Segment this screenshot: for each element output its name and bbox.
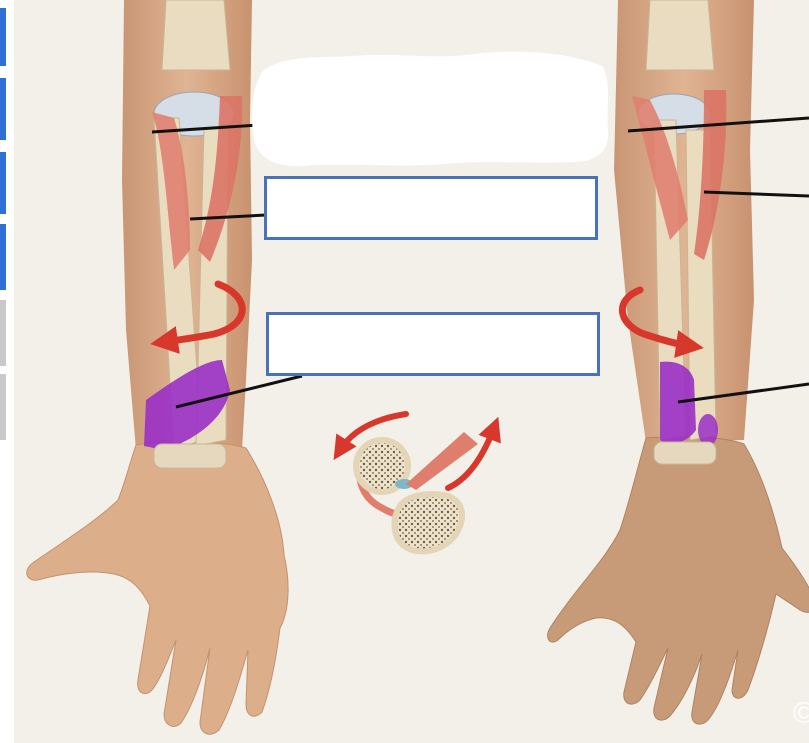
right-biceps-muscle	[694, 90, 727, 260]
inset-arrow-right	[445, 416, 501, 491]
rail-tab-6[interactable]	[0, 374, 6, 440]
rail-tab-5[interactable]	[0, 300, 6, 366]
inset-biceps-muscle	[406, 432, 478, 490]
answer-box-1[interactable]	[264, 176, 598, 240]
right-pronator-quadratus	[660, 361, 696, 444]
left-rail	[0, 0, 14, 743]
right-rotation-arrow	[618, 286, 704, 358]
leader-line-biceps-right	[703, 190, 809, 198]
left-carpals	[153, 443, 227, 469]
leader-line-pronator-right	[677, 382, 809, 404]
left-hand	[26, 441, 289, 735]
inset-biceps-tendon	[395, 479, 413, 489]
left-biceps-muscle	[198, 96, 243, 262]
left-supinator-muscle	[152, 112, 190, 270]
rail-tab-3[interactable]	[0, 152, 6, 214]
leader-line-biceps-left	[189, 213, 267, 221]
right-hand	[547, 436, 809, 725]
right-pronator-quadratus-edge	[698, 414, 718, 446]
left-humerus	[161, 0, 231, 71]
cross-section-inset	[333, 411, 501, 555]
leader-line-supinator-left	[151, 123, 259, 134]
rail-tab-2[interactable]	[0, 78, 6, 140]
rail-tab-4[interactable]	[0, 224, 6, 290]
left-rotation-arrow	[150, 280, 246, 354]
copyright-watermark: ©	[792, 697, 809, 730]
inset-ulna-section	[391, 491, 466, 555]
label-redaction-patch	[252, 51, 609, 167]
inset-radius-section	[353, 437, 411, 495]
answer-box-2[interactable]	[266, 312, 600, 376]
diagram-canvas: ©	[14, 0, 809, 743]
right-humerus	[645, 0, 715, 71]
leader-line-pronator-left	[175, 374, 303, 409]
rail-tab-1[interactable]	[0, 8, 6, 66]
leader-line-supinator-right	[627, 116, 809, 133]
right-supinator-muscle	[632, 96, 688, 240]
left-arm	[26, 0, 289, 735]
right-carpals	[653, 441, 717, 465]
inset-arrow-left	[333, 411, 409, 461]
